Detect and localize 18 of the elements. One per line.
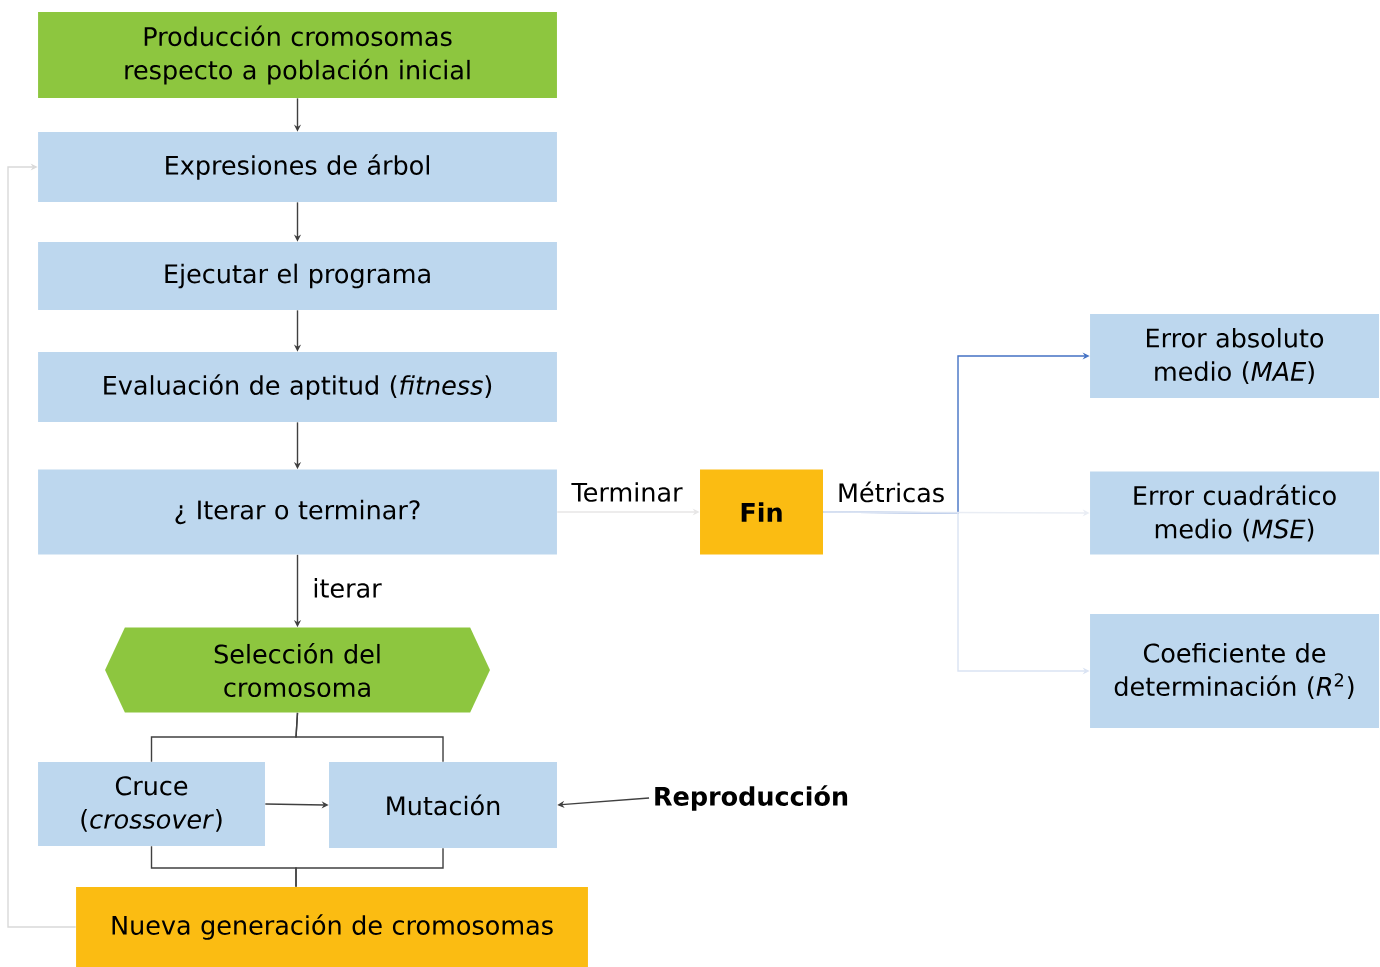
process-box: Evaluación de aptitud (fitness) [38, 352, 557, 422]
process-box: Error cuadrático medio (MSE) [1090, 471, 1379, 555]
process-box: Error absoluto medio (MAE) [1090, 314, 1379, 398]
process-box: Coeficiente de determinación (R$^{2}$) [1090, 614, 1379, 728]
process-box: ¿ Iterar o terminar? [38, 469, 557, 555]
process-box: Nueva generación de cromosomas [76, 887, 588, 967]
arrow [7, 163, 77, 928]
process-box: Ejecutar el programa [38, 242, 557, 310]
hexagon-box: Selección del cromosoma [105, 627, 490, 713]
process-box: Producción cromosomas respecto a población inicial [38, 12, 557, 98]
process-box: Fin [700, 469, 823, 555]
text-label: Reproducción [655, 785, 848, 811]
edge-label: Terminar [569, 480, 685, 504]
edge-label: iterar [310, 576, 384, 600]
process-box: Expresiones de árbol [38, 132, 557, 202]
edge-label: Métricas [835, 479, 947, 505]
process-box: Cruce (crossover) [38, 762, 265, 846]
process-box: Mutación [329, 762, 557, 848]
